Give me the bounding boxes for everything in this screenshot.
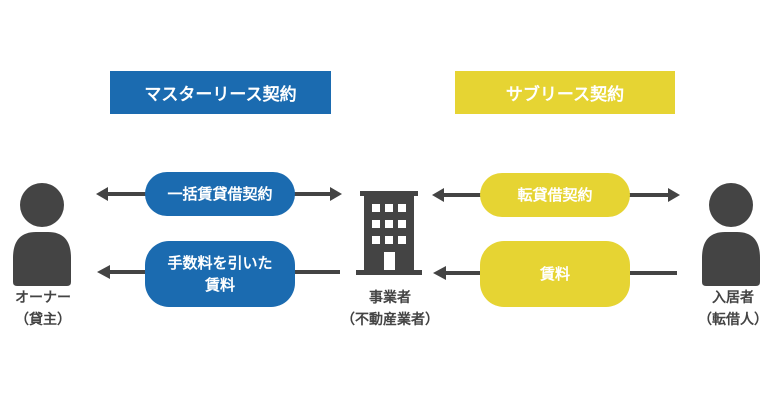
operator-building-icon: [356, 191, 422, 275]
tenant-person-icon: [702, 183, 760, 286]
owner-sub: （貸主）: [15, 312, 71, 328]
sublease-contract-label: 転貸借契約: [517, 186, 593, 204]
sublease-contract-pill: 転貸借契約: [480, 173, 630, 217]
rent-pill: 賃料: [480, 241, 630, 307]
operator-name: 事業者: [369, 290, 411, 306]
net-rent-pill: 手数料を引いた 賃料: [145, 241, 295, 307]
sublease-header: サブリース契約: [455, 71, 675, 114]
lump-lease-contract-pill: 一括賃貸借契約: [145, 172, 295, 216]
owner-person-icon: [13, 183, 71, 286]
net-rent-label-line1: 手数料を引いた: [167, 254, 273, 272]
tenant-label: 入居者 （転借人）: [686, 287, 780, 331]
net-rent-label-line2: 賃料: [204, 276, 235, 294]
operator-sub: （不動産業者）: [341, 312, 439, 328]
master-lease-header: マスターリース契約: [110, 71, 331, 114]
rent-label: 賃料: [539, 265, 570, 283]
operator-label: 事業者 （不動産業者）: [330, 287, 450, 331]
tenant-sub: （転借人）: [698, 312, 768, 328]
owner-label: オーナー （貸主）: [0, 287, 86, 331]
owner-name: オーナー: [15, 290, 71, 306]
lump-lease-contract-label: 一括賃貸借契約: [167, 185, 273, 203]
tenant-name: 入居者: [712, 290, 754, 306]
